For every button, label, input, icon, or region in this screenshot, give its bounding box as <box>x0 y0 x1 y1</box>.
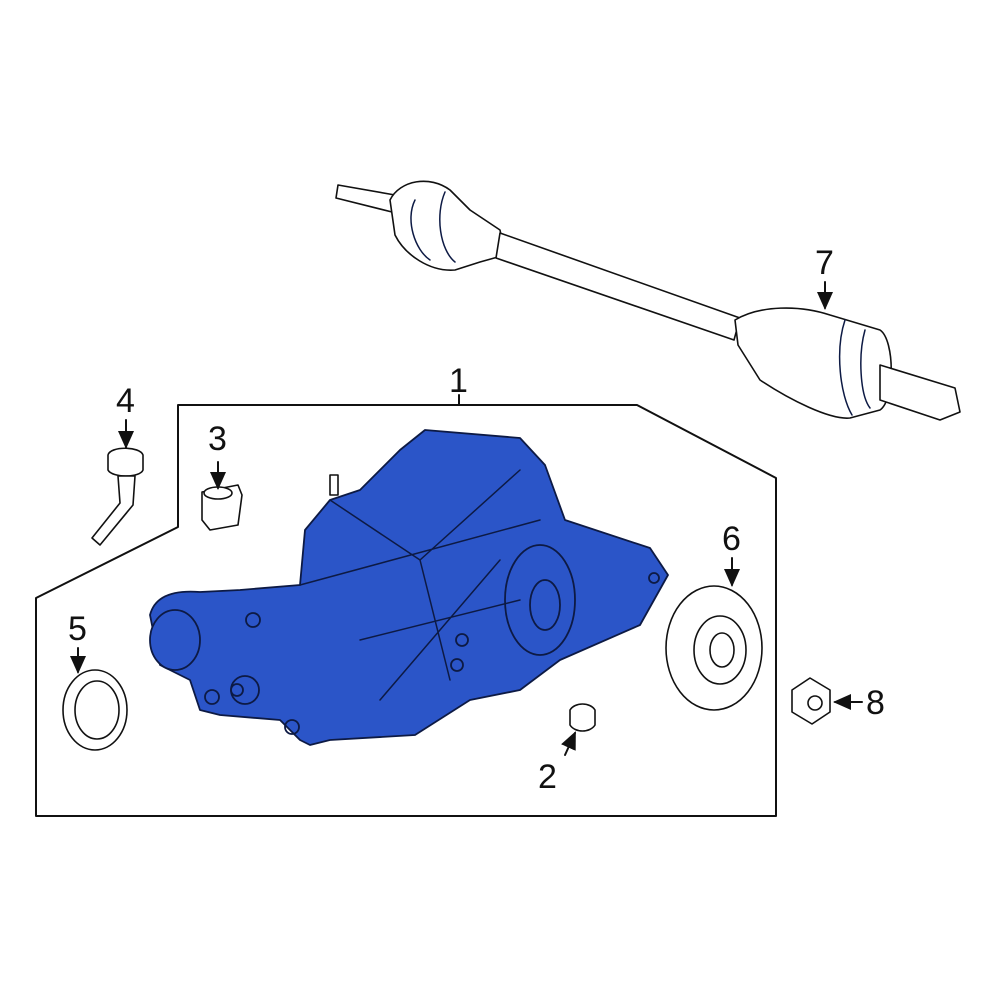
callout-7[interactable]: 7 <box>815 244 834 282</box>
bushing-part[interactable] <box>201 484 243 531</box>
callout-2[interactable]: 2 <box>538 758 557 796</box>
seal-5-part[interactable] <box>62 669 128 751</box>
assembly-group-outline <box>35 404 777 817</box>
callout-2-arrow <box>561 731 576 756</box>
nut-part[interactable] <box>791 677 831 725</box>
vent-hose-part[interactable] <box>91 447 144 546</box>
callout-4[interactable]: 4 <box>116 382 135 420</box>
callout-1[interactable]: 1 <box>449 362 468 400</box>
callout-8[interactable]: 8 <box>866 684 885 722</box>
callout-6[interactable]: 6 <box>722 520 741 558</box>
plug-part[interactable] <box>569 703 596 732</box>
callout-5[interactable]: 5 <box>68 610 87 648</box>
differential-assembly-part[interactable] <box>149 429 669 746</box>
axle-shaft-part[interactable] <box>335 180 961 421</box>
seal-6-part[interactable] <box>665 585 763 711</box>
callout-3[interactable]: 3 <box>208 420 227 458</box>
